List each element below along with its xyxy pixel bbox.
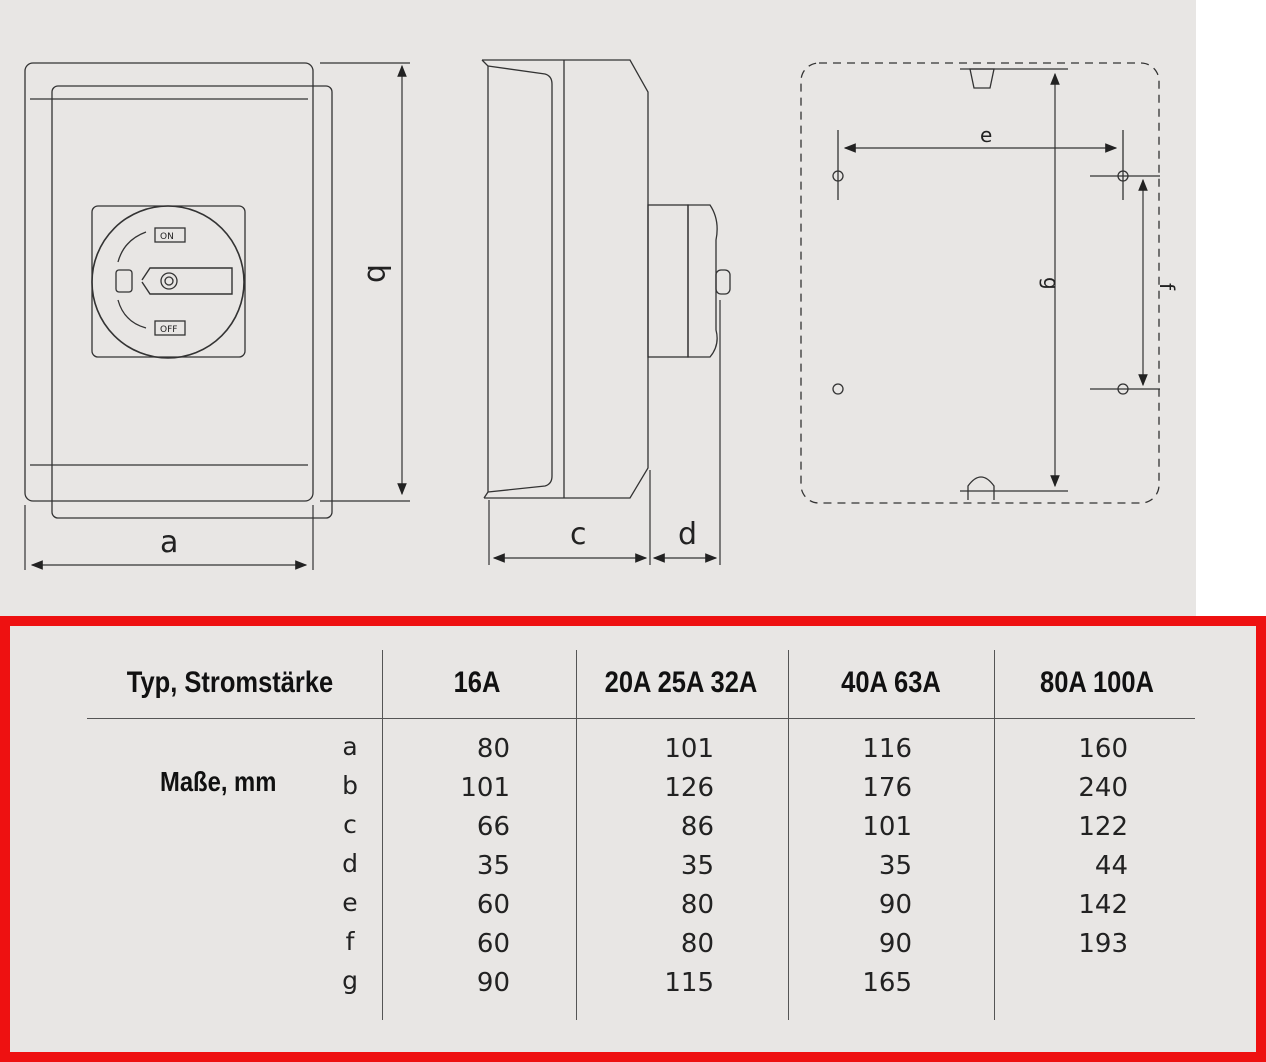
off-label: OFF: [160, 325, 177, 335]
table-cell: 44: [1094, 851, 1128, 881]
dimension-drawings: ON OFF a b c: [24, 59, 1179, 570]
front-cover-outline: [51, 85, 333, 519]
table-cell: 116: [862, 734, 912, 764]
table-cell: 35: [476, 851, 510, 881]
arrow-down-icon: [117, 299, 147, 329]
off-indicator: [154, 320, 186, 336]
on-label: ON: [160, 232, 174, 242]
table-cell: 142: [1078, 890, 1128, 920]
table-cell: 101: [664, 734, 714, 764]
dimension-label-g: g: [1039, 277, 1063, 290]
table-cell: 126: [664, 773, 714, 803]
table-cell: 193: [1078, 929, 1128, 959]
dimension-label-c: c: [570, 517, 587, 552]
row-label: d: [342, 849, 358, 878]
column-header: 40A 63A: [841, 666, 941, 699]
mounting-hole: [832, 383, 844, 395]
table-cell: 160: [1078, 734, 1128, 764]
dimension-label-a: a: [160, 525, 178, 560]
table-cell: 86: [680, 812, 714, 842]
row-label: c: [343, 810, 357, 839]
mounting-view: [800, 62, 1160, 504]
dimension-label-b: b: [360, 264, 395, 283]
table-cell: 80: [680, 929, 714, 959]
dimension-label-d: d: [678, 517, 697, 552]
mounting-outline: [800, 62, 1160, 504]
row-label: f: [345, 927, 355, 956]
side-view: [481, 59, 731, 499]
table-cell: 165: [862, 968, 912, 998]
rotary-knob: [91, 205, 245, 359]
column-divider: [788, 650, 789, 1020]
front-housing-outline: [24, 62, 314, 502]
padlock-icon: [115, 269, 133, 293]
dimension-label-f: f: [1155, 283, 1179, 291]
column-header: 80A 100A: [1040, 666, 1154, 699]
type-header: Typ, Stromstärke: [126, 666, 334, 699]
table-cell: 115: [664, 968, 714, 998]
dimension-label-e: e: [980, 123, 992, 147]
row-label: e: [342, 888, 358, 917]
table-cell: 60: [476, 929, 510, 959]
table-cell: 66: [476, 812, 510, 842]
table-cell: 80: [680, 890, 714, 920]
header-divider: [87, 718, 1195, 719]
table-cell: 80: [476, 734, 510, 764]
table-cell: 60: [476, 890, 510, 920]
knob-handle: [141, 267, 233, 295]
row-label: g: [342, 966, 358, 995]
table-cell: 176: [862, 773, 912, 803]
technical-drawing: ON OFF a b c: [0, 0, 1196, 616]
front-view: [24, 62, 333, 519]
column-divider: [994, 650, 995, 1020]
table-cell: 35: [680, 851, 714, 881]
column-header: 16A: [453, 666, 501, 699]
column-header: 20A 25A 32A: [604, 666, 758, 699]
row-label: a: [342, 732, 358, 761]
section-label: Maße, mm: [160, 766, 277, 797]
table-cell: 90: [878, 890, 912, 920]
dimensions-table: Typ, Stromstärke 16A 20A 25A 32A 40A 63A…: [0, 616, 1266, 1062]
table-cell: 240: [1078, 773, 1128, 803]
row-label: b: [342, 771, 358, 800]
on-indicator: [154, 227, 186, 243]
table-cell: 101: [862, 812, 912, 842]
table-cell: 35: [878, 851, 912, 881]
column-divider: [576, 650, 577, 1020]
table-cell: 90: [878, 929, 912, 959]
table-cell: 122: [1078, 812, 1128, 842]
column-divider: [382, 650, 383, 1020]
arrow-up-icon: [117, 231, 147, 263]
table-cell: 90: [476, 968, 510, 998]
table-cell: 101: [460, 773, 510, 803]
